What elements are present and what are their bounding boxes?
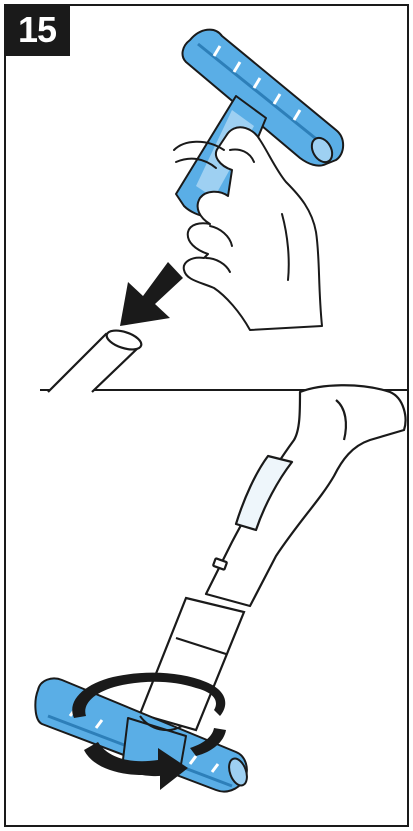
tube-icon bbox=[48, 327, 144, 392]
arrow-down-icon bbox=[120, 262, 183, 326]
step-number-badge: 15 bbox=[4, 4, 70, 56]
wand-icon bbox=[140, 598, 244, 730]
hose-handle-icon bbox=[206, 385, 405, 606]
